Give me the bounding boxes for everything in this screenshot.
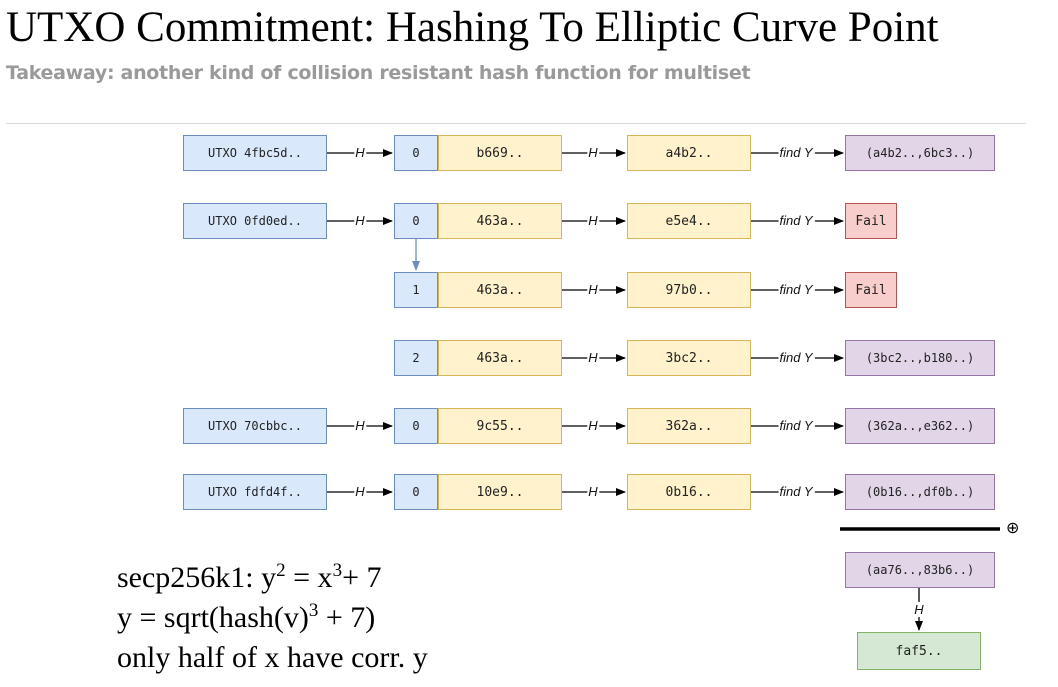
title-divider (6, 123, 1026, 124)
nonce-box: 0 (394, 203, 438, 239)
nonce-box: 1 (394, 272, 438, 308)
nonce-box: 0 (394, 474, 438, 510)
hash-edge-label: H (588, 418, 598, 433)
find-y-edge-label: find Y (779, 350, 813, 365)
hash-input-box: 463a.. (438, 272, 562, 308)
slide-subtitle: Takeaway: another kind of collision resi… (6, 62, 751, 84)
formula-curve-equation: secp256k1: y2 = x3+ 7 (117, 560, 382, 594)
curve-point-box: (0b16..,df0b..) (845, 474, 995, 510)
hash-edge-label: H (355, 484, 365, 499)
hash-output-box: e5e4.. (627, 203, 751, 239)
final-hash-box: faf5.. (857, 632, 981, 670)
formula-y-from-hash: y = sqrt(hash(v)3 + 7) (117, 600, 376, 634)
hash-edge-label: H (355, 145, 365, 160)
hash-output-box: 362a.. (627, 408, 751, 444)
find-y-edge-label: find Y (779, 418, 813, 433)
nonce-box: 0 (394, 135, 438, 171)
hash-input-box: b669.. (438, 135, 562, 171)
find-y-edge-label: find Y (779, 484, 813, 499)
utxo-box: UTXO 70cbbc.. (183, 408, 327, 444)
formula-block: secp256k1: y2 = x3+ 7 y = sqrt(hash(v)3 … (117, 558, 428, 678)
hash-input-box: 10e9.. (438, 474, 562, 510)
hash-edge-label: H (355, 213, 365, 228)
find-y-edge-label: find Y (779, 145, 813, 160)
hash-input-box: 463a.. (438, 203, 562, 239)
hash-output-box: 0b16.. (627, 474, 751, 510)
nonce-box: 2 (394, 340, 438, 376)
curve-point-box: (a4b2..,6bc3..) (845, 135, 995, 171)
hash-edge-label: H (588, 213, 598, 228)
utxo-box: UTXO 0fd0ed.. (183, 203, 327, 239)
hash-edge-label: H (355, 418, 365, 433)
fail-box: Fail (845, 203, 897, 239)
find-y-edge-label: find Y (779, 282, 813, 297)
curve-point-box: (3bc2..,b180..) (845, 340, 995, 376)
curve-point-box: (362a..,e362..) (845, 408, 995, 444)
hash-input-box: 463a.. (438, 340, 562, 376)
find-y-edge-label: find Y (779, 213, 813, 228)
hash-input-box: 9c55.. (438, 408, 562, 444)
hash-output-box: 3bc2.. (627, 340, 751, 376)
hash-edge-label: H (588, 484, 598, 499)
hash-output-box: a4b2.. (627, 135, 751, 171)
formula-note: only half of x have corr. y (117, 641, 428, 674)
hash-edge-label: H (588, 350, 598, 365)
utxo-box: UTXO fdfd4f.. (183, 474, 327, 510)
hash-edge-label: H (588, 145, 598, 160)
hash-output-box: 97b0.. (627, 272, 751, 308)
sum-point-box: (aa76..,83b6..) (845, 552, 995, 588)
hash-edge-label: H (588, 282, 598, 297)
nonce-box: 0 (394, 408, 438, 444)
utxo-box: UTXO 4fbc5d.. (183, 135, 327, 171)
final-hash-edge-label: H (914, 602, 924, 617)
fail-box: Fail (845, 272, 897, 308)
xor-sum-icon: ⊕ (1006, 518, 1020, 537)
slide-title: UTXO Commitment: Hashing To Elliptic Cur… (6, 4, 939, 51)
